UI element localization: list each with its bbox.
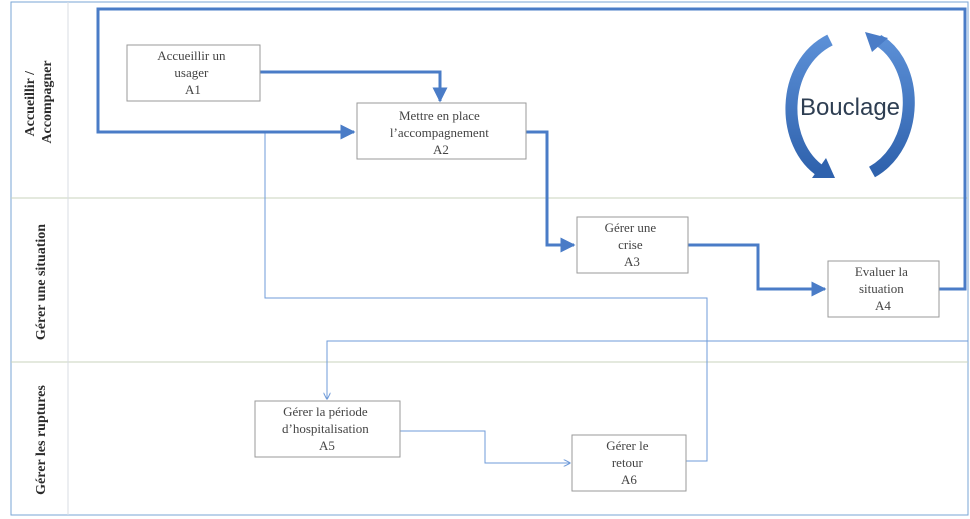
- activity-a2-line2: l’accompagnement: [390, 125, 489, 140]
- svg-text:Gérer une crise A3: Gérer une crise A3: [605, 220, 660, 269]
- activity-a1-id: A1: [185, 82, 201, 97]
- activity-a6-line2: retour: [612, 455, 644, 470]
- arrow-a1-to-a2: [260, 70, 448, 103]
- svg-text:Evaluer la situation: Evaluer la situation A4: [855, 264, 911, 313]
- activity-a4[interactable]: Evaluer la situation A4: [827, 260, 940, 318]
- svg-text:Mettre en place l’accomp: Mettre en place l’accompagnement A2: [390, 108, 492, 157]
- activity-a2-id: A2: [433, 142, 449, 157]
- activity-a1-line2: usager: [174, 65, 209, 80]
- activity-a3[interactable]: Gérer une crise A3: [576, 216, 689, 274]
- activity-a3-line2: crise: [618, 237, 643, 252]
- connector-loop-to-a5: [327, 340, 968, 399]
- activity-a2-line1: Mettre en place: [399, 108, 480, 123]
- activity-a5-line1: Gérer la période: [283, 404, 368, 419]
- activity-a1-line1: Accueillir un: [157, 48, 226, 63]
- arrow-loop-a4-to-a2: [96, 7, 967, 291]
- bouclage-label: Bouclage: [800, 94, 900, 121]
- lane-label-gerer-situation: Gérer une situation: [34, 224, 49, 340]
- activity-a3-id: A3: [624, 254, 640, 269]
- arrow-a2-to-a3: [526, 130, 576, 253]
- secondary-connectors: [264, 132, 968, 463]
- activity-a3-line1: Gérer une: [605, 220, 657, 235]
- activity-a1[interactable]: Accueillir un usager A1: [126, 44, 261, 102]
- activity-a4-line2: situation: [859, 281, 904, 296]
- activity-a5[interactable]: Gérer la période d’hospitalisation A5: [254, 400, 401, 458]
- arrow-a3-to-a4: [688, 243, 827, 297]
- activity-a4-id: A4: [875, 298, 891, 313]
- lane-label-gerer-ruptures: Gérer les ruptures: [34, 385, 49, 495]
- activity-a6-id: A6: [621, 472, 637, 487]
- activity-a4-line1: Evaluer la: [855, 264, 908, 279]
- connector-a5-to-a6: [400, 430, 570, 463]
- activity-a5-line2: d’hospitalisation: [282, 421, 369, 436]
- svg-text:Accueillir un usager: Accueillir un usager A1: [157, 48, 228, 97]
- activity-a6-line1: Gérer le: [606, 438, 648, 453]
- bouclage-cycle-icon: Bouclage: [785, 32, 915, 178]
- svg-text:Gérer la période d’hospi: Gérer la période d’hospitalisation A5: [282, 404, 372, 453]
- main-flow: [96, 7, 967, 297]
- activity-a2[interactable]: Mettre en place l’accompagnement A2: [356, 102, 527, 160]
- svg-text:Gérer le retour A6: Gérer le retour A6: [606, 438, 651, 487]
- lane-label-accueillir: Accueillir / Accompagner: [23, 60, 55, 143]
- activity-a5-id: A5: [319, 438, 335, 453]
- activity-a6[interactable]: Gérer le retour A6: [571, 434, 687, 492]
- connector-accompagner-to-a6: [264, 132, 708, 462]
- swimlane-frame: [10, 1, 969, 516]
